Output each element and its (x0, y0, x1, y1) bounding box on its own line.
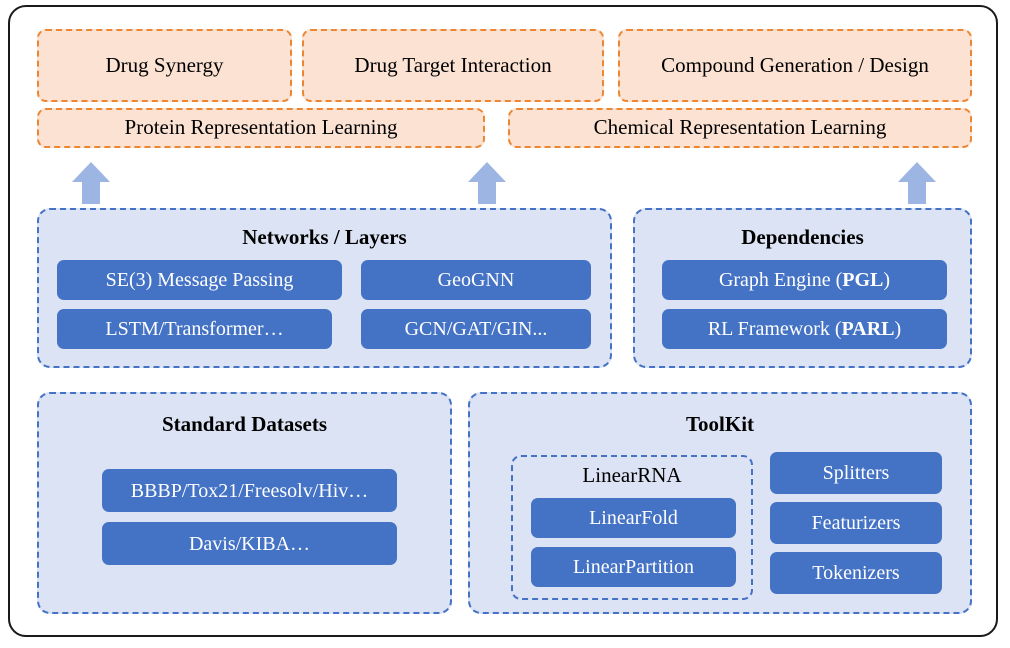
chip-rl-framework-parl[interactable]: RL Framework (PARL) (662, 309, 947, 349)
chip-label: Featurizers (811, 512, 901, 534)
app-box-label: Protein Representation Learning (124, 115, 398, 140)
chip-gcn-gat-gin[interactable]: GCN/GAT/GIN... (361, 309, 591, 349)
app-box-label: Chemical Representation Learning (593, 115, 887, 140)
app-box-compound-generation-design[interactable]: Compound Generation / Design (618, 29, 972, 102)
chip-label: LinearPartition (572, 556, 695, 578)
chip-label: SE(3) Message Passing (105, 269, 294, 291)
app-box-label: Drug Synergy (105, 52, 224, 77)
chip-label: LinearFold (589, 507, 678, 529)
chip-tokenizers[interactable]: Tokenizers (770, 552, 942, 594)
chip-label: BBBP/Tox21/Freesolv/Hiv… (130, 479, 369, 502)
chip-se3-message-passing[interactable]: SE(3) Message Passing (57, 260, 342, 300)
app-box-drug-target-interaction[interactable]: Drug Target Interaction (302, 29, 604, 102)
chip-label: Graph Engine (PGL) (718, 269, 891, 291)
chip-label: Davis/KIBA… (188, 532, 311, 555)
app-box-chemical-representation-learning[interactable]: Chemical Representation Learning (508, 108, 972, 148)
panel-networks-layers: Networks / Layers SE(3) Message Passing … (37, 208, 612, 368)
chip-label: GCN/GAT/GIN... (404, 318, 548, 340)
app-box-drug-synergy[interactable]: Drug Synergy (37, 29, 292, 102)
chip-label: LSTM/Transformer… (105, 318, 284, 340)
chip-label: Splitters (822, 462, 890, 484)
panel-title-toolkit: ToolKit (685, 412, 755, 436)
chip-label: Tokenizers (812, 562, 900, 584)
arrow-up-protein (70, 160, 112, 206)
panel-title-dependencies: Dependencies (741, 225, 864, 249)
subpanel-linearrna: LinearRNA LinearFold LinearPartition (511, 455, 753, 600)
chip-featurizers[interactable]: Featurizers (770, 502, 942, 544)
arrow-up-middle (466, 160, 508, 206)
chip-graph-engine-pgl[interactable]: Graph Engine (PGL) (662, 260, 947, 300)
chip-bbbp-tox21-freesolv-hiv[interactable]: BBBP/Tox21/Freesolv/Hiv… (102, 469, 397, 512)
app-box-label: Drug Target Interaction (354, 52, 552, 77)
diagram-frame (8, 5, 998, 637)
panel-dependencies: Dependencies Graph Engine (PGL) RL Frame… (633, 208, 972, 368)
panel-toolkit: ToolKit LinearRNA LinearFold LinearParti… (468, 392, 972, 614)
chip-davis-kiba[interactable]: Davis/KIBA… (102, 522, 397, 565)
app-box-label: Compound Generation / Design (661, 52, 929, 77)
panel-title-networks-layers: Networks / Layers (242, 225, 407, 249)
chip-linearpartition[interactable]: LinearPartition (531, 547, 736, 587)
chip-lstm-transformer[interactable]: LSTM/Transformer… (57, 309, 332, 349)
app-box-protein-representation-learning[interactable]: Protein Representation Learning (37, 108, 485, 148)
chip-label: RL Framework (PARL) (707, 318, 902, 340)
panel-standard-datasets: Standard Datasets BBBP/Tox21/Freesolv/Hi… (37, 392, 452, 614)
chip-label: GeoGNN (437, 269, 515, 291)
chip-geognn[interactable]: GeoGNN (361, 260, 591, 300)
arrow-up-chemical (896, 160, 938, 206)
subpanel-title-linearrna: LinearRNA (582, 463, 682, 487)
chip-linearfold[interactable]: LinearFold (531, 498, 736, 538)
chip-splitters[interactable]: Splitters (770, 452, 942, 494)
panel-title-standard-datasets: Standard Datasets (161, 412, 328, 436)
